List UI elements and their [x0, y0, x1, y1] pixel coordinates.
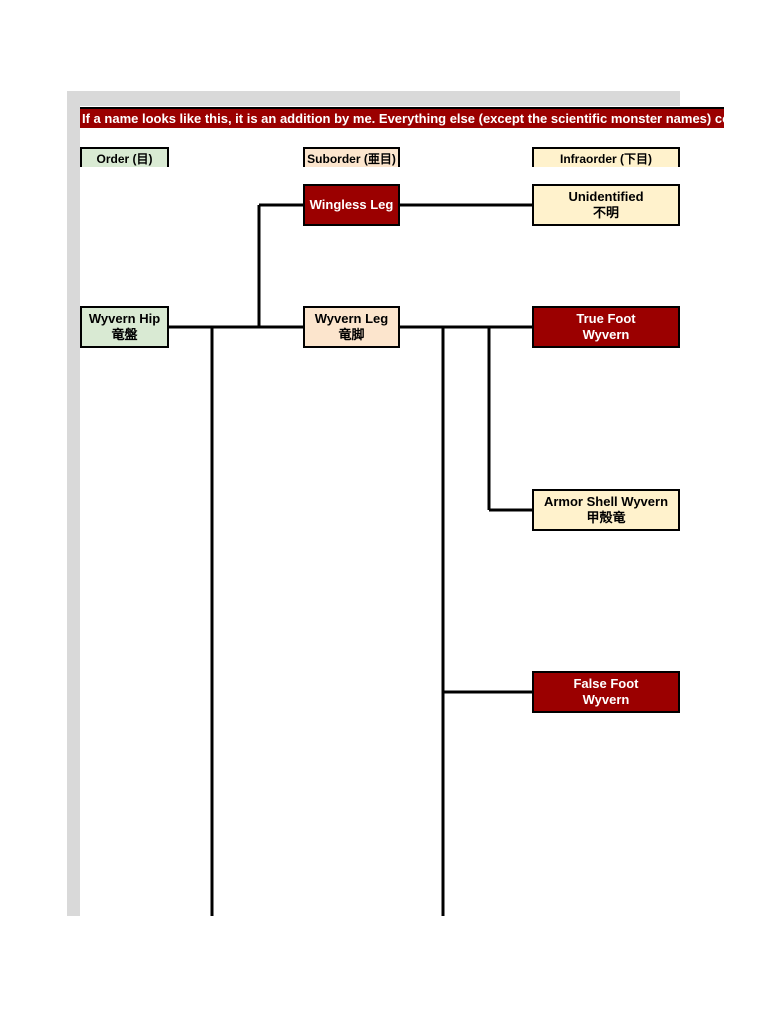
node-wyvern-hip-kanji: 竜盤 — [111, 327, 138, 342]
sheet-top-gutter — [67, 91, 680, 106]
header-order: Order (目) — [80, 147, 169, 167]
node-unidentified-name: Unidentified — [568, 189, 644, 204]
node-true-foot-name2: Wyvern — [582, 327, 630, 342]
node-wingless-leg: Wingless Leg — [303, 184, 400, 226]
node-false-foot-name2: Wyvern — [582, 692, 630, 707]
addition-notice-banner: If a name looks like this, it is an addi… — [80, 107, 724, 128]
sheet-left-gutter — [67, 91, 80, 916]
node-wyvern-leg: Wyvern Leg 竜脚 — [303, 306, 400, 348]
addition-notice-text: If a name looks like this, it is an addi… — [82, 111, 724, 126]
node-armor-shell-wyvern: Armor Shell Wyvern 甲殻竜 — [532, 489, 680, 531]
node-wyvern-hip-name: Wyvern Hip — [88, 311, 161, 326]
node-wyvern-hip: Wyvern Hip 竜盤 — [80, 306, 169, 348]
header-infraorder: Infraorder (下目) — [532, 147, 680, 167]
node-wingless-leg-name: Wingless Leg — [309, 197, 394, 212]
node-true-foot-wyvern: True Foot Wyvern — [532, 306, 680, 348]
header-suborder: Suborder (亜目) — [303, 147, 400, 167]
node-wyvern-leg-kanji: 竜脚 — [338, 327, 365, 342]
node-false-foot-wyvern: False Foot Wyvern — [532, 671, 680, 713]
node-false-foot-name: False Foot — [573, 676, 639, 691]
node-unidentified-kanji: 不明 — [592, 205, 619, 220]
header-infraorder-label: Infraorder (下目) — [559, 151, 652, 166]
node-wyvern-leg-name: Wyvern Leg — [314, 311, 389, 326]
header-suborder-label: Suborder (亜目) — [307, 151, 396, 166]
header-order-label: Order (目) — [96, 151, 153, 166]
node-true-foot-name: True Foot — [576, 311, 636, 326]
node-unidentified: Unidentified 不明 — [532, 184, 680, 226]
node-armor-shell-name: Armor Shell Wyvern — [543, 494, 669, 509]
node-armor-shell-kanji: 甲殻竜 — [586, 510, 626, 525]
